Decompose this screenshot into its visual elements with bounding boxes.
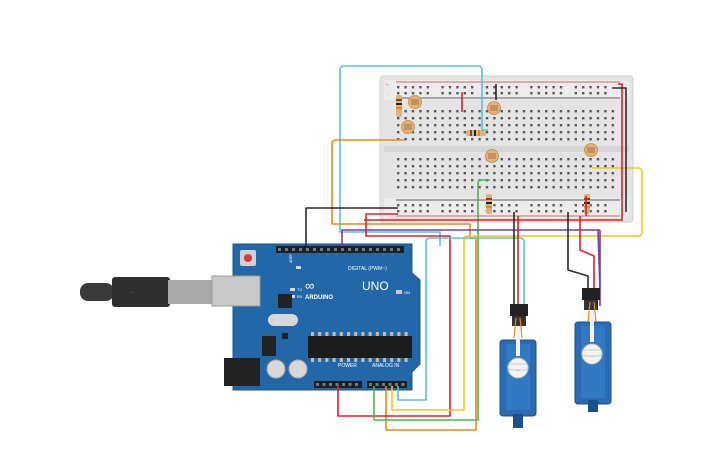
photoresistor-2: [487, 101, 501, 115]
photoresistor-3: [485, 149, 499, 163]
power-jack: [224, 358, 260, 386]
resistor-3: [486, 194, 492, 214]
on-led-label: ON: [404, 290, 410, 295]
servo-1-connector: [510, 304, 528, 316]
crystal: [268, 314, 298, 326]
small-chip: [278, 294, 292, 308]
usb-cable-plug: [80, 283, 114, 301]
wire-cyan-2: [397, 237, 525, 401]
photoresistor-4: [584, 143, 598, 157]
wire-black-servo2: [567, 212, 589, 290]
resistors: [396, 95, 590, 214]
breadboard-holes: [397, 86, 614, 213]
bottom-power-rail: [384, 198, 629, 218]
wire-black-top: [612, 87, 627, 212]
rx-label: RX: [297, 294, 303, 299]
wire-purple-servo2: [597, 229, 601, 291]
servo-2-connector: [582, 288, 600, 300]
infinity-logo: ∞: [305, 278, 314, 293]
board-subname: ARDUINO: [305, 295, 333, 301]
regulator: [262, 336, 276, 356]
atmega-chip: [308, 336, 412, 358]
arduino-uno-board: ⌁ DIGITAL (PWM~) ∞ ARDUINO UNO ON TX RX: [80, 243, 421, 391]
photoresistor-1: [401, 120, 415, 134]
wire-green-a1: [373, 179, 490, 421]
top-power-rail: [384, 80, 629, 100]
wire-red-top: [364, 83, 623, 221]
digital-header-label: DIGITAL (PWM~): [348, 266, 387, 272]
analog-label: ANALOG IN: [372, 363, 400, 369]
rx-led: [290, 295, 295, 298]
capacitor-2: [288, 359, 308, 379]
center-channel: [384, 146, 629, 152]
usb-connector: [168, 280, 212, 304]
on-led: [396, 290, 402, 294]
wire-cyan-loop: [339, 65, 488, 246]
photoresistors: [401, 95, 598, 163]
resistor-1: [396, 95, 402, 117]
servo-2: [574, 288, 612, 412]
power-label: POWER: [338, 363, 357, 369]
tx-led: [290, 288, 295, 291]
usb-icon: ⌁: [130, 290, 133, 296]
digital-header: [276, 246, 404, 253]
analog-header: [367, 381, 407, 388]
tx-label: TX: [297, 287, 302, 292]
board-name: UNO: [362, 279, 389, 293]
wire-red-5v: [337, 213, 451, 417]
wire-red-servo2: [579, 216, 595, 290]
rail-minus-label: -: [386, 93, 388, 98]
photoresistor-5: [408, 95, 422, 109]
wire-black-gnd: [305, 207, 398, 246]
aref-label: AREF: [289, 254, 293, 263]
resistor-4: [584, 194, 590, 214]
resistor-2: [466, 130, 486, 136]
l-led: [296, 266, 301, 269]
rail-plus-label: +: [386, 82, 389, 87]
usb-b-port: [211, 275, 261, 307]
capacitor-1: [266, 359, 286, 379]
servo-1: [499, 304, 537, 428]
breadboard: + -: [379, 75, 634, 223]
